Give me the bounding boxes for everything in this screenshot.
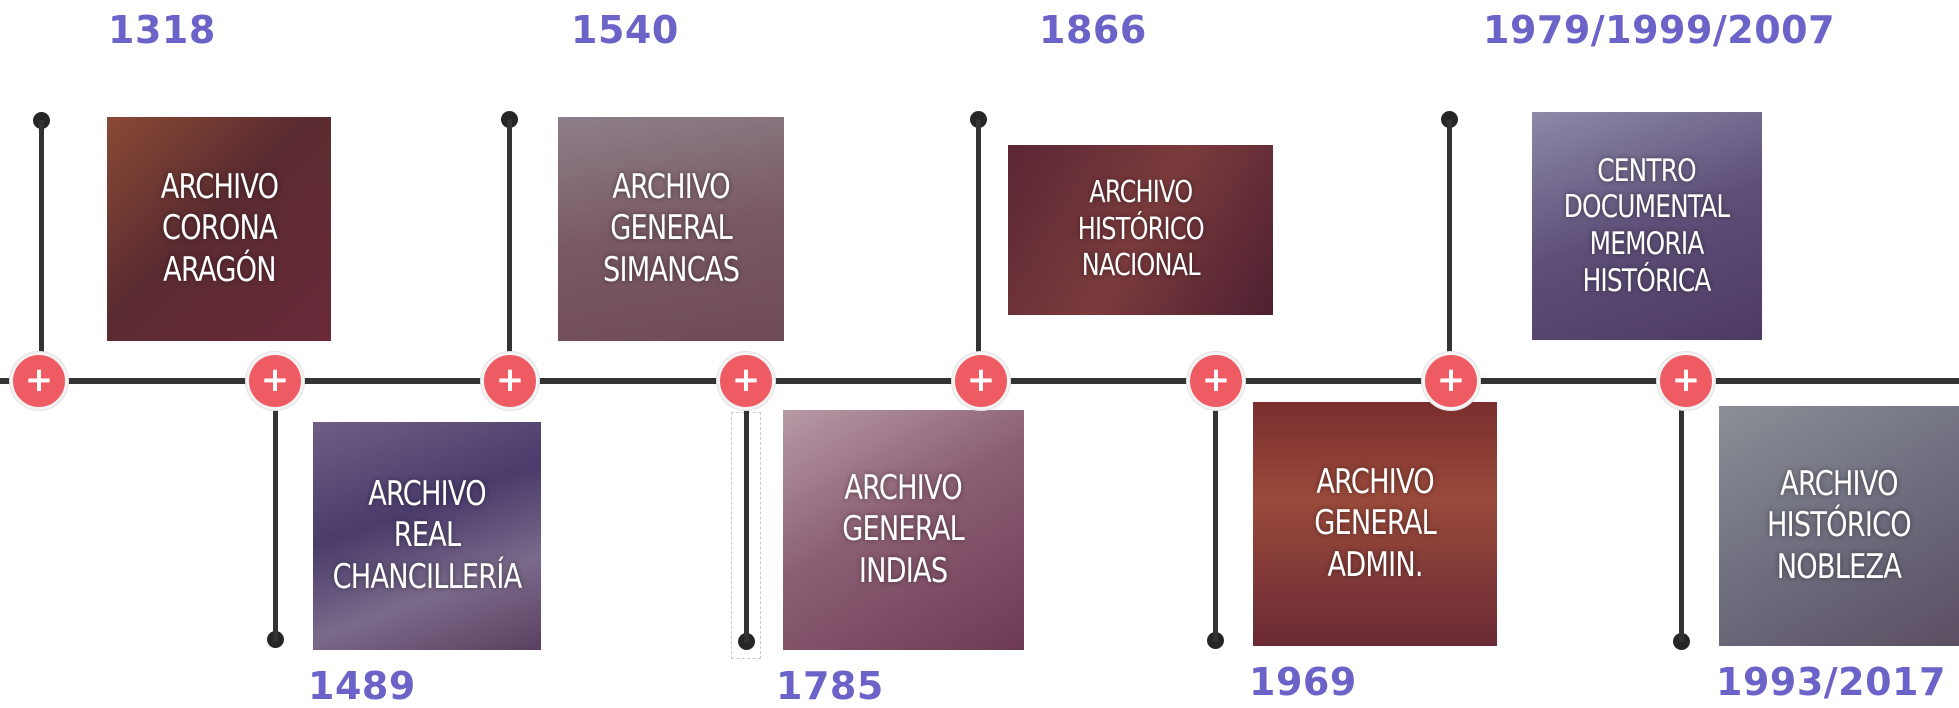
event-card[interactable]: ARCHIVO GENERAL INDIAS — [783, 410, 1024, 650]
stem-line — [39, 120, 44, 382]
expand-button[interactable]: + — [10, 352, 68, 410]
event-card-label: ARCHIVO GENERAL INDIAS — [842, 467, 966, 591]
stem-end-dot — [970, 111, 987, 128]
event-year: 1979/1999/2007 — [1483, 8, 1836, 52]
expand-button[interactable]: + — [1657, 352, 1715, 410]
stem-line — [744, 380, 749, 642]
stem-line — [1679, 380, 1684, 642]
event-year: 1969 — [1249, 660, 1357, 704]
stem-line — [1213, 380, 1218, 642]
stem-line — [1447, 120, 1452, 382]
stem-line — [507, 120, 512, 382]
event-year: 1489 — [308, 664, 416, 708]
event-card-label: ARCHIVO HISTÓRICO NOBLEZA — [1767, 463, 1912, 587]
stem-line — [976, 120, 981, 382]
stem-line — [273, 380, 278, 642]
event-card[interactable]: ARCHIVO HISTÓRICO NACIONAL — [1008, 145, 1273, 315]
event-card[interactable]: ARCHIVO REAL CHANCILLERÍA — [313, 422, 541, 650]
plus-icon: + — [1436, 359, 1466, 400]
event-card-label: ARCHIVO CORONA ARAGÓN — [160, 166, 278, 290]
stem-end-dot — [1441, 111, 1458, 128]
expand-button[interactable]: + — [952, 352, 1010, 410]
event-card-label: ARCHIVO GENERAL ADMIN. — [1314, 461, 1437, 585]
expand-button[interactable]: + — [1422, 352, 1480, 410]
event-card[interactable]: ARCHIVO HISTÓRICO NOBLEZA — [1719, 406, 1959, 646]
event-card-label: ARCHIVO HISTÓRICO NACIONAL — [1077, 175, 1204, 284]
expand-button[interactable]: + — [481, 352, 539, 410]
event-year: 1866 — [1039, 8, 1147, 52]
plus-icon: + — [731, 359, 761, 400]
event-card-label: CENTRO DOCUMENTAL MEMORIA HISTÓRICA — [1564, 152, 1731, 299]
plus-icon: + — [260, 359, 290, 400]
event-card[interactable]: ARCHIVO GENERAL ADMIN. — [1253, 402, 1497, 646]
expand-button[interactable]: + — [1187, 352, 1245, 410]
plus-icon: + — [1671, 359, 1701, 400]
stem-end-dot — [501, 111, 518, 128]
expand-button[interactable]: + — [246, 352, 304, 410]
event-year: 1540 — [571, 8, 679, 52]
event-year: 1785 — [776, 664, 884, 708]
event-card[interactable]: ARCHIVO CORONA ARAGÓN — [107, 117, 331, 341]
plus-icon: + — [495, 359, 525, 400]
event-card[interactable]: ARCHIVO GENERAL SIMANCAS — [558, 117, 784, 341]
event-card[interactable]: CENTRO DOCUMENTAL MEMORIA HISTÓRICA — [1532, 112, 1762, 340]
event-card-label: ARCHIVO REAL CHANCILLERÍA — [332, 473, 523, 597]
plus-icon: + — [966, 359, 996, 400]
plus-icon: + — [1201, 359, 1231, 400]
expand-button[interactable]: + — [717, 352, 775, 410]
event-year: 1318 — [108, 8, 216, 52]
event-year: 1993/2017 — [1716, 660, 1946, 704]
plus-icon: + — [24, 359, 54, 400]
event-card-label: ARCHIVO GENERAL SIMANCAS — [602, 166, 740, 290]
